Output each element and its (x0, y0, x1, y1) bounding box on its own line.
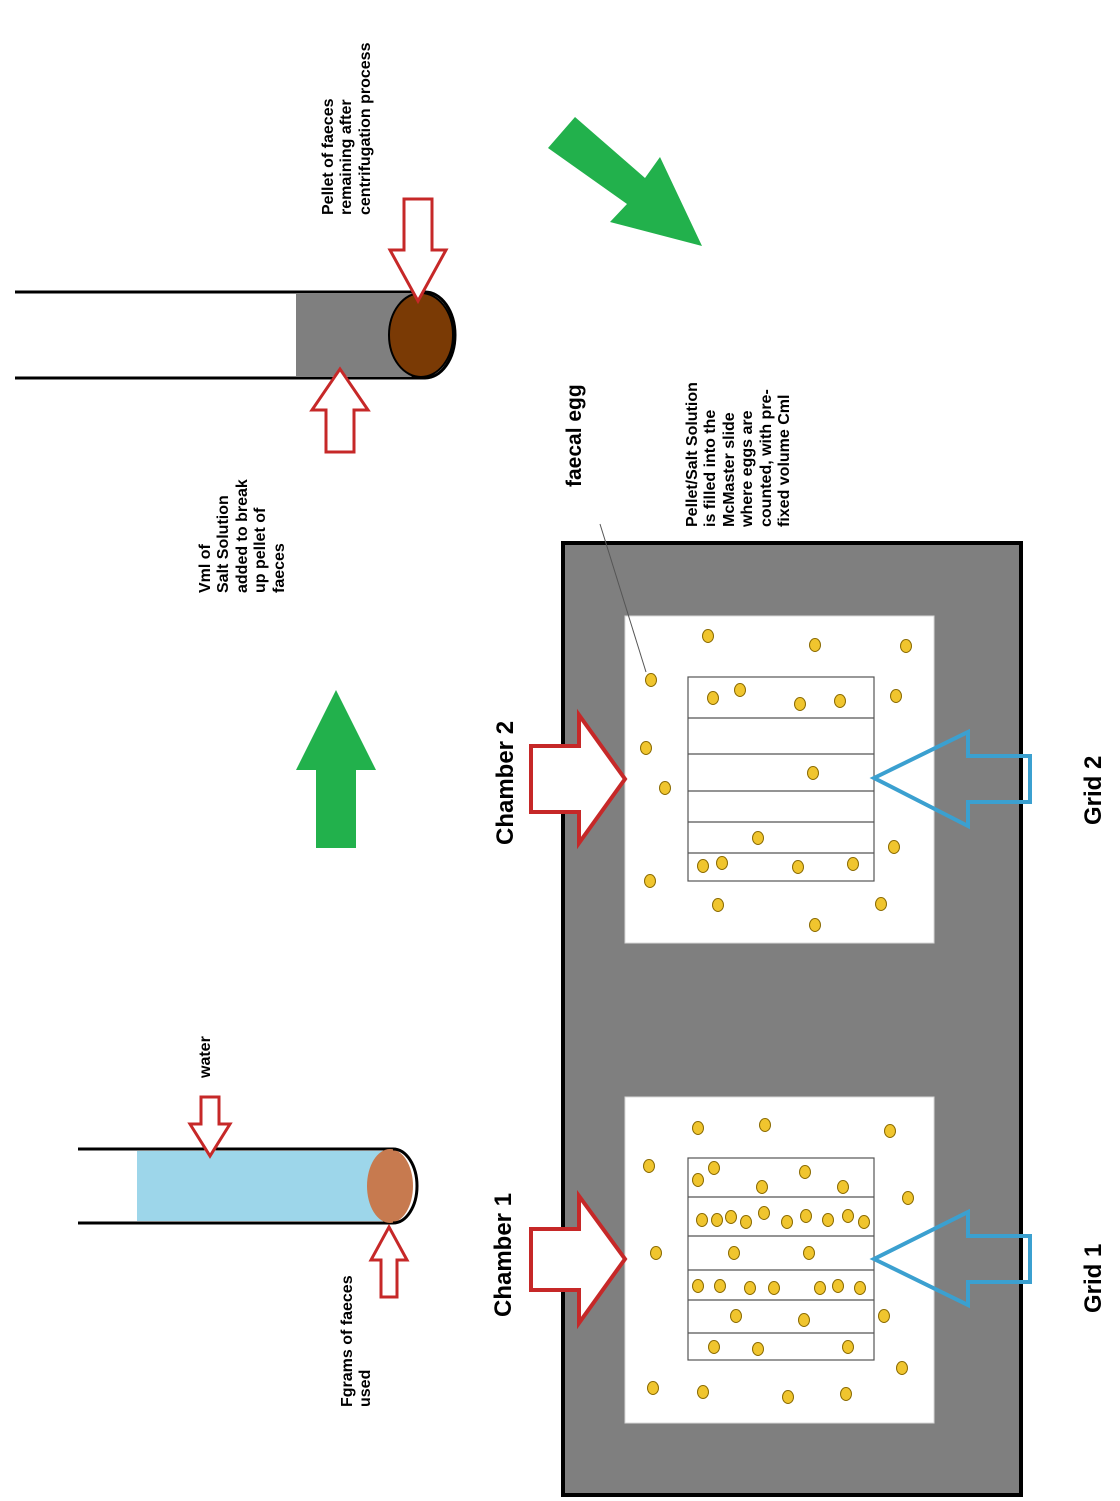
faecal-egg (693, 1280, 704, 1293)
faecal-egg (731, 1310, 742, 1323)
faecal-egg (697, 1214, 708, 1227)
chamber-1-area (625, 1097, 934, 1423)
faecal-egg (903, 1192, 914, 1205)
faecal-egg (703, 630, 714, 643)
faecal-egg (648, 1382, 659, 1395)
tube-1 (78, 1149, 417, 1223)
faecal-egg (651, 1247, 662, 1260)
faecal-egg (795, 698, 806, 711)
water-fill (137, 1151, 393, 1221)
faecal-egg (712, 1214, 723, 1227)
faeces-sample (367, 1149, 413, 1223)
faecal-egg (735, 684, 746, 697)
pellet-note-label: Pellet of faeces remaining after centrif… (320, 15, 390, 215)
chamber-1-label: Chamber 1 (490, 1187, 520, 1317)
faecal-egg (879, 1310, 890, 1323)
faecal-egg (804, 1247, 815, 1260)
faecal-egg (753, 1343, 764, 1356)
faecal-egg (693, 1122, 704, 1135)
faecal-egg (713, 899, 724, 912)
faecal-egg (815, 1282, 826, 1295)
faecal-egg (810, 919, 821, 932)
flow-arrow-diagonal (548, 117, 702, 246)
faecal-egg (644, 1160, 655, 1173)
faecal-egg (745, 1282, 756, 1295)
faecal-egg (757, 1181, 768, 1194)
faecal-egg (897, 1362, 908, 1375)
faecal-egg-label: faecal egg (563, 377, 589, 487)
faeces-used-label: Fgrams of faeces used (339, 1267, 385, 1407)
faecal-egg (726, 1211, 737, 1224)
faecal-egg (741, 1216, 752, 1229)
faecal-egg (843, 1341, 854, 1354)
faecal-egg (660, 782, 671, 795)
faecal-egg (876, 898, 887, 911)
faecal-egg (698, 1386, 709, 1399)
faecal-egg (760, 1119, 771, 1132)
faecal-egg (808, 767, 819, 780)
tube-2 (15, 292, 455, 378)
water-arrow (190, 1097, 230, 1156)
faecal-egg (859, 1216, 870, 1229)
salt-solution-arrow (312, 369, 368, 452)
chamber-2-area (625, 616, 934, 943)
faecal-egg (715, 1280, 726, 1293)
faecal-egg (855, 1282, 866, 1295)
chamber-2-label: Chamber 2 (492, 715, 522, 845)
faecal-egg (885, 1125, 896, 1138)
faecal-egg (782, 1216, 793, 1229)
faecal-egg (833, 1280, 844, 1293)
pellet (389, 293, 453, 377)
faecal-egg (843, 1210, 854, 1223)
pellet-arrow (390, 199, 446, 301)
faecal-egg (645, 875, 656, 888)
faecal-egg (646, 674, 657, 687)
faecal-egg (835, 695, 846, 708)
faecal-egg (800, 1166, 811, 1179)
faecal-egg (801, 1210, 812, 1223)
faecal-egg (709, 1162, 720, 1175)
faecal-egg (841, 1388, 852, 1401)
faecal-egg (799, 1314, 810, 1327)
faecal-egg (729, 1247, 740, 1260)
faecal-egg (889, 841, 900, 854)
faecal-egg (793, 861, 804, 874)
faecal-egg (769, 1282, 780, 1295)
faecal-egg (753, 832, 764, 845)
faecal-egg (759, 1207, 770, 1220)
salt-solution-note-label: Vml of Salt Solution added to break up p… (197, 463, 317, 593)
faecal-egg (810, 639, 821, 652)
grid-2-label: Grid 2 (1080, 735, 1110, 825)
faecal-egg (709, 1341, 720, 1354)
faecal-egg (838, 1181, 849, 1194)
faecal-egg (901, 640, 912, 653)
faecal-egg (823, 1214, 834, 1227)
faecal-egg (708, 692, 719, 705)
faecal-egg (848, 858, 859, 871)
faecal-egg (717, 857, 728, 870)
slide-note-label: Pellet/Salt Solution is filled into the … (684, 347, 810, 527)
faecal-egg (693, 1174, 704, 1187)
grid-1-label: Grid 1 (1080, 1223, 1110, 1313)
faecal-egg (698, 860, 709, 873)
water-label: water (197, 1028, 217, 1078)
faecal-egg (641, 742, 652, 755)
flow-arrow-up (296, 690, 376, 848)
faecal-egg (783, 1391, 794, 1404)
faecal-egg (891, 690, 902, 703)
